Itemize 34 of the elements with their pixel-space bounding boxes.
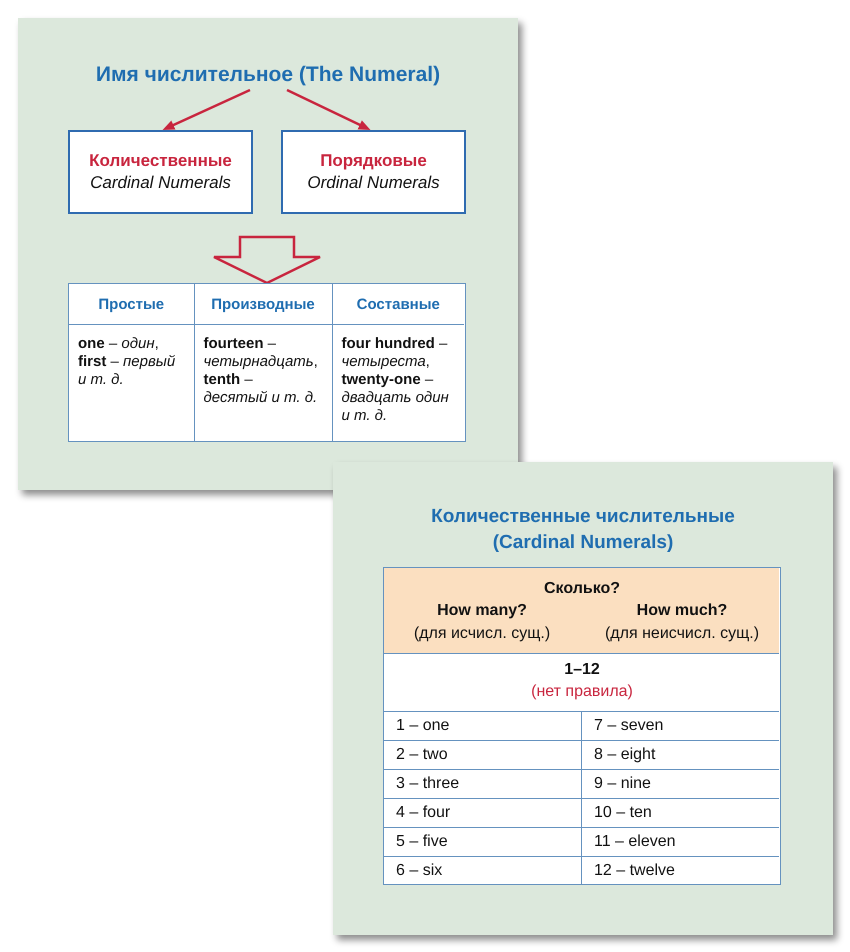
table-cell: 8 – eight — [582, 740, 779, 769]
category-title: Порядковые — [320, 150, 427, 172]
table-cell-text: four hundred – четыреста, twenty-one – двадцать один и т. д. — [340, 334, 450, 426]
table-cell: 9 – nine — [582, 769, 779, 798]
header-cell: Производные — [194, 284, 332, 325]
table-cell: fourteen – четырнадцать, tenth – десятый и т. д. — [194, 325, 332, 441]
arrow — [162, 88, 251, 130]
category-subtitle: Cardinal Numerals — [90, 172, 231, 194]
table-cell: one – один, first – первый и т. д. — [69, 325, 194, 441]
header-cell: Простые — [69, 284, 194, 325]
table-cell: 5 – five — [384, 827, 582, 856]
note-text: (нет правила) — [531, 682, 633, 702]
column-heading: How many? — [437, 601, 527, 621]
column-heading: How much? — [636, 601, 728, 621]
card-heading: Количественные числительные (Cardinal Numerals) — [430, 505, 736, 555]
note-text: (для исчисл. сущ.) — [414, 624, 550, 644]
table-cell: 11 – eleven — [582, 827, 779, 856]
question-text: Сколько? — [544, 579, 620, 599]
table-cell: 2 – two — [384, 740, 582, 769]
category-title: Количественные — [89, 150, 232, 172]
note-text: (для неисчисл. сущ.) — [604, 624, 760, 644]
table-cell: 4 – four — [384, 798, 582, 827]
arrow — [286, 88, 370, 130]
table-cell: 3 – three — [384, 769, 582, 798]
table-cell: 6 – six — [384, 856, 582, 885]
category-subtitle: Ordinal Numerals — [307, 172, 440, 194]
table-cell: 7 – seven — [582, 711, 779, 740]
table-cell: 10 – ten — [582, 798, 779, 827]
heading-text: Имя числительное (The Numeral) — [96, 62, 440, 87]
header-cell: Составные — [332, 284, 464, 325]
table-cell: 12 – twelve — [582, 856, 779, 885]
block-arrow — [212, 236, 322, 284]
range-text: 1–12 — [564, 660, 600, 680]
table-cell: 1 – one — [384, 711, 582, 740]
